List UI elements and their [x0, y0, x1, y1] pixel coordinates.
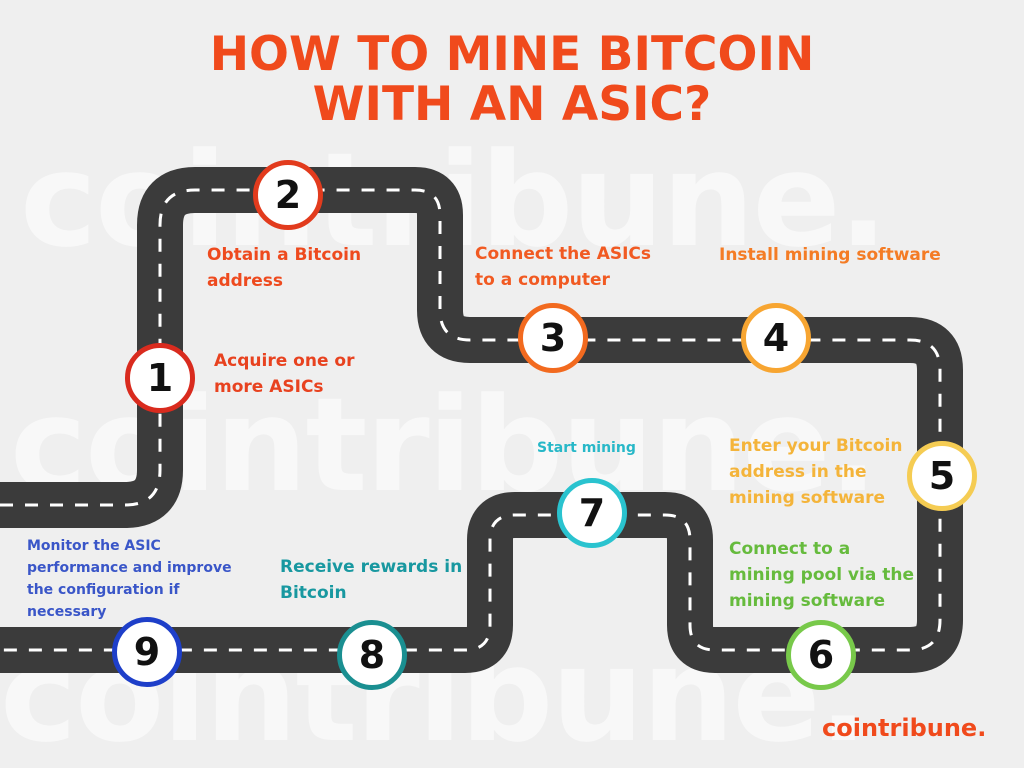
step-3-circle: 3: [518, 303, 588, 373]
step-6-label-line-1: Connect to a: [729, 539, 851, 559]
step-9-label-line-2: performance and improve: [27, 560, 232, 576]
step-3-label-line-2: to a computer: [475, 270, 610, 290]
step-5-label: Enter your Bitcoin address in the mining s…: [729, 433, 902, 511]
step-9-label-line-3: the configuration if: [27, 582, 180, 598]
step-9-label-line-4: necessary: [27, 604, 107, 620]
step-7-label-line-1: Start mining: [537, 440, 636, 456]
step-1-label-line-1: Acquire one or: [214, 351, 355, 371]
step-6-circle: 6: [786, 620, 856, 690]
step-1-label: Acquire one or more ASICs: [214, 348, 354, 400]
step-7-circle: 7: [557, 478, 627, 548]
step-7-label: Start mining: [537, 437, 636, 459]
page-title: HOW TO MINE BITCOIN WITH AN ASIC?: [0, 30, 1024, 130]
cointribune-logo: cointribune.: [822, 714, 987, 742]
step-8-label-line-2: Bitcoin: [280, 583, 347, 603]
step-4-circle: 4: [741, 303, 811, 373]
step-5-label-line-1: Enter your Bitcoin: [729, 436, 903, 456]
step-8-circle: 8: [337, 620, 407, 690]
step-9-label: Monitor the ASIC performance and improve t…: [27, 535, 232, 623]
step-9-label-line-1: Monitor the ASIC: [27, 538, 161, 554]
step-1-label-line-2: more ASICs: [214, 377, 324, 397]
step-2-label: Obtain a Bitcoin address: [207, 242, 361, 294]
step-5-circle: 5: [907, 441, 977, 511]
step-9-circle: 9: [112, 617, 182, 687]
step-5-label-line-3: mining software: [729, 488, 886, 508]
step-2-circle: 2: [253, 160, 323, 230]
step-1-circle: 1: [125, 343, 195, 413]
step-3-label: Connect the ASICs to a computer: [475, 241, 651, 293]
step-6-label-line-3: mining software: [729, 591, 886, 611]
step-4-label-line-1: Install mining software: [719, 245, 941, 265]
step-8-label-line-1: Receive rewards in: [280, 557, 463, 577]
step-6-label-line-2: mining pool via the: [729, 565, 914, 585]
step-2-label-line-1: Obtain a Bitcoin: [207, 245, 362, 265]
title-line-2: WITH AN ASIC?: [312, 77, 712, 132]
step-5-label-line-2: address in the: [729, 462, 867, 482]
step-3-label-line-1: Connect the ASICs: [475, 244, 652, 264]
step-4-label: Install mining software: [719, 242, 941, 268]
step-6-label: Connect to a mining pool via the mining so…: [729, 536, 914, 614]
title-line-1: HOW TO MINE BITCOIN: [209, 27, 815, 82]
step-2-label-line-2: address: [207, 271, 283, 291]
step-8-label: Receive rewards in Bitcoin: [280, 554, 462, 606]
